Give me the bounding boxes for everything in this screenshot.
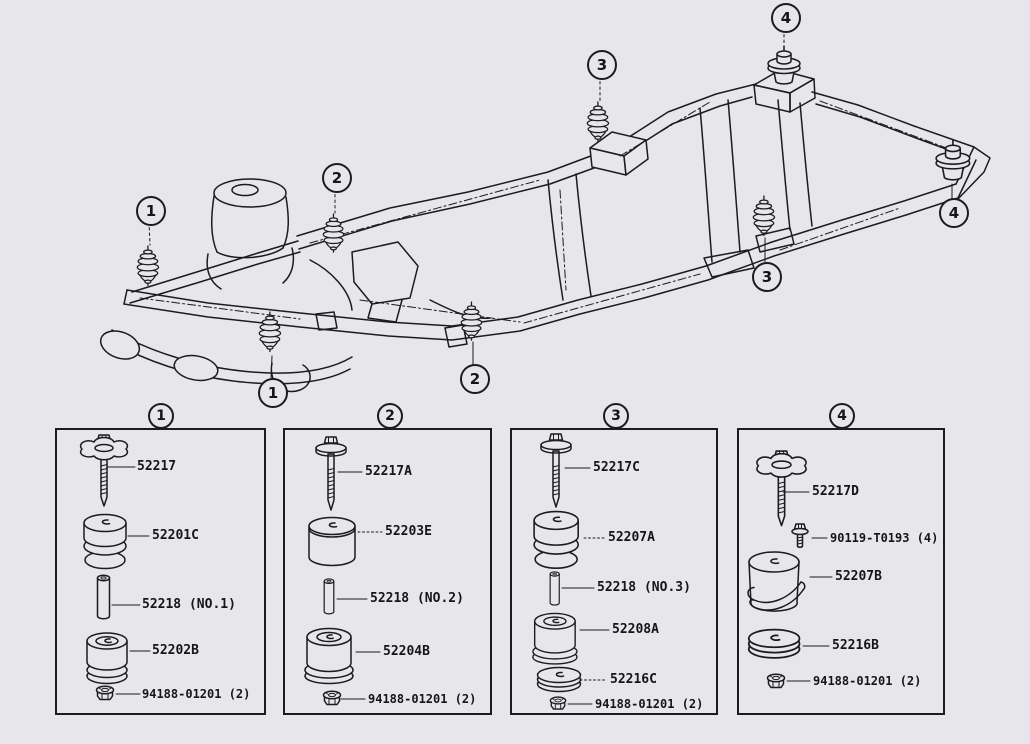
chassis-callout-1-rear: 1 [258, 378, 288, 408]
part-label: 52216C [610, 672, 657, 687]
part-label: 94188-01201 (2) [595, 697, 704, 711]
part-label: 52217 [137, 459, 177, 474]
cab-mount-4-front [767, 45, 801, 85]
part-label: 94188-01201 (2) [813, 674, 922, 688]
chassis-callout-2-rear: 2 [460, 364, 490, 394]
part-label: 52217C [593, 460, 640, 475]
part-label: 52204B [383, 644, 430, 659]
chassis-callout-1-front: 1 [136, 196, 166, 226]
part-label: 90119-T0193 (4) [830, 531, 939, 545]
part-label: 52207A [608, 530, 655, 545]
part-label: 94188-01201 (2) [368, 692, 477, 706]
part-label: 52218 (NO.2) [370, 591, 464, 606]
part-label: 52217D [812, 484, 859, 499]
cab-mount-1-front [136, 245, 160, 287]
part-label: 52216B [832, 638, 879, 653]
label-leader-lines [106, 466, 833, 705]
part-label: 52208A [612, 622, 659, 637]
part-label: 52202B [152, 643, 199, 658]
panel-number-1: 1 [148, 403, 174, 429]
part-label: 52218 (NO.3) [597, 580, 691, 595]
parts-panel-2 [283, 428, 492, 715]
part-label: 52201C [152, 528, 199, 543]
panel-number-3: 3 [603, 403, 629, 429]
chassis-callout-3-front: 3 [587, 50, 617, 80]
panel-number-4: 4 [829, 403, 855, 429]
cab-mount-3-front [586, 101, 610, 143]
chassis-callout-4-rear: 4 [939, 198, 969, 228]
cab-mount-2-front [322, 213, 345, 253]
part-label: 52218 (NO.1) [142, 597, 236, 612]
parts-panel-3 [510, 428, 718, 715]
panel-number-2: 2 [377, 403, 403, 429]
part-label: 94188-01201 (2) [142, 687, 251, 701]
part-label: 52207B [835, 569, 882, 584]
chassis-callout-4-front: 4 [771, 3, 801, 33]
chassis-callout-2-front: 2 [322, 163, 352, 193]
chassis-frame-drawing [99, 28, 991, 393]
cab-mount-3-rear [752, 195, 776, 237]
cab-mount-1-rear [258, 311, 282, 353]
part-label: 52217A [365, 464, 412, 479]
chassis-callout-3-rear: 3 [752, 262, 782, 292]
part-label: 52203E [385, 524, 432, 539]
parts-panel-1 [55, 428, 266, 715]
parts-panel-4 [737, 428, 945, 715]
